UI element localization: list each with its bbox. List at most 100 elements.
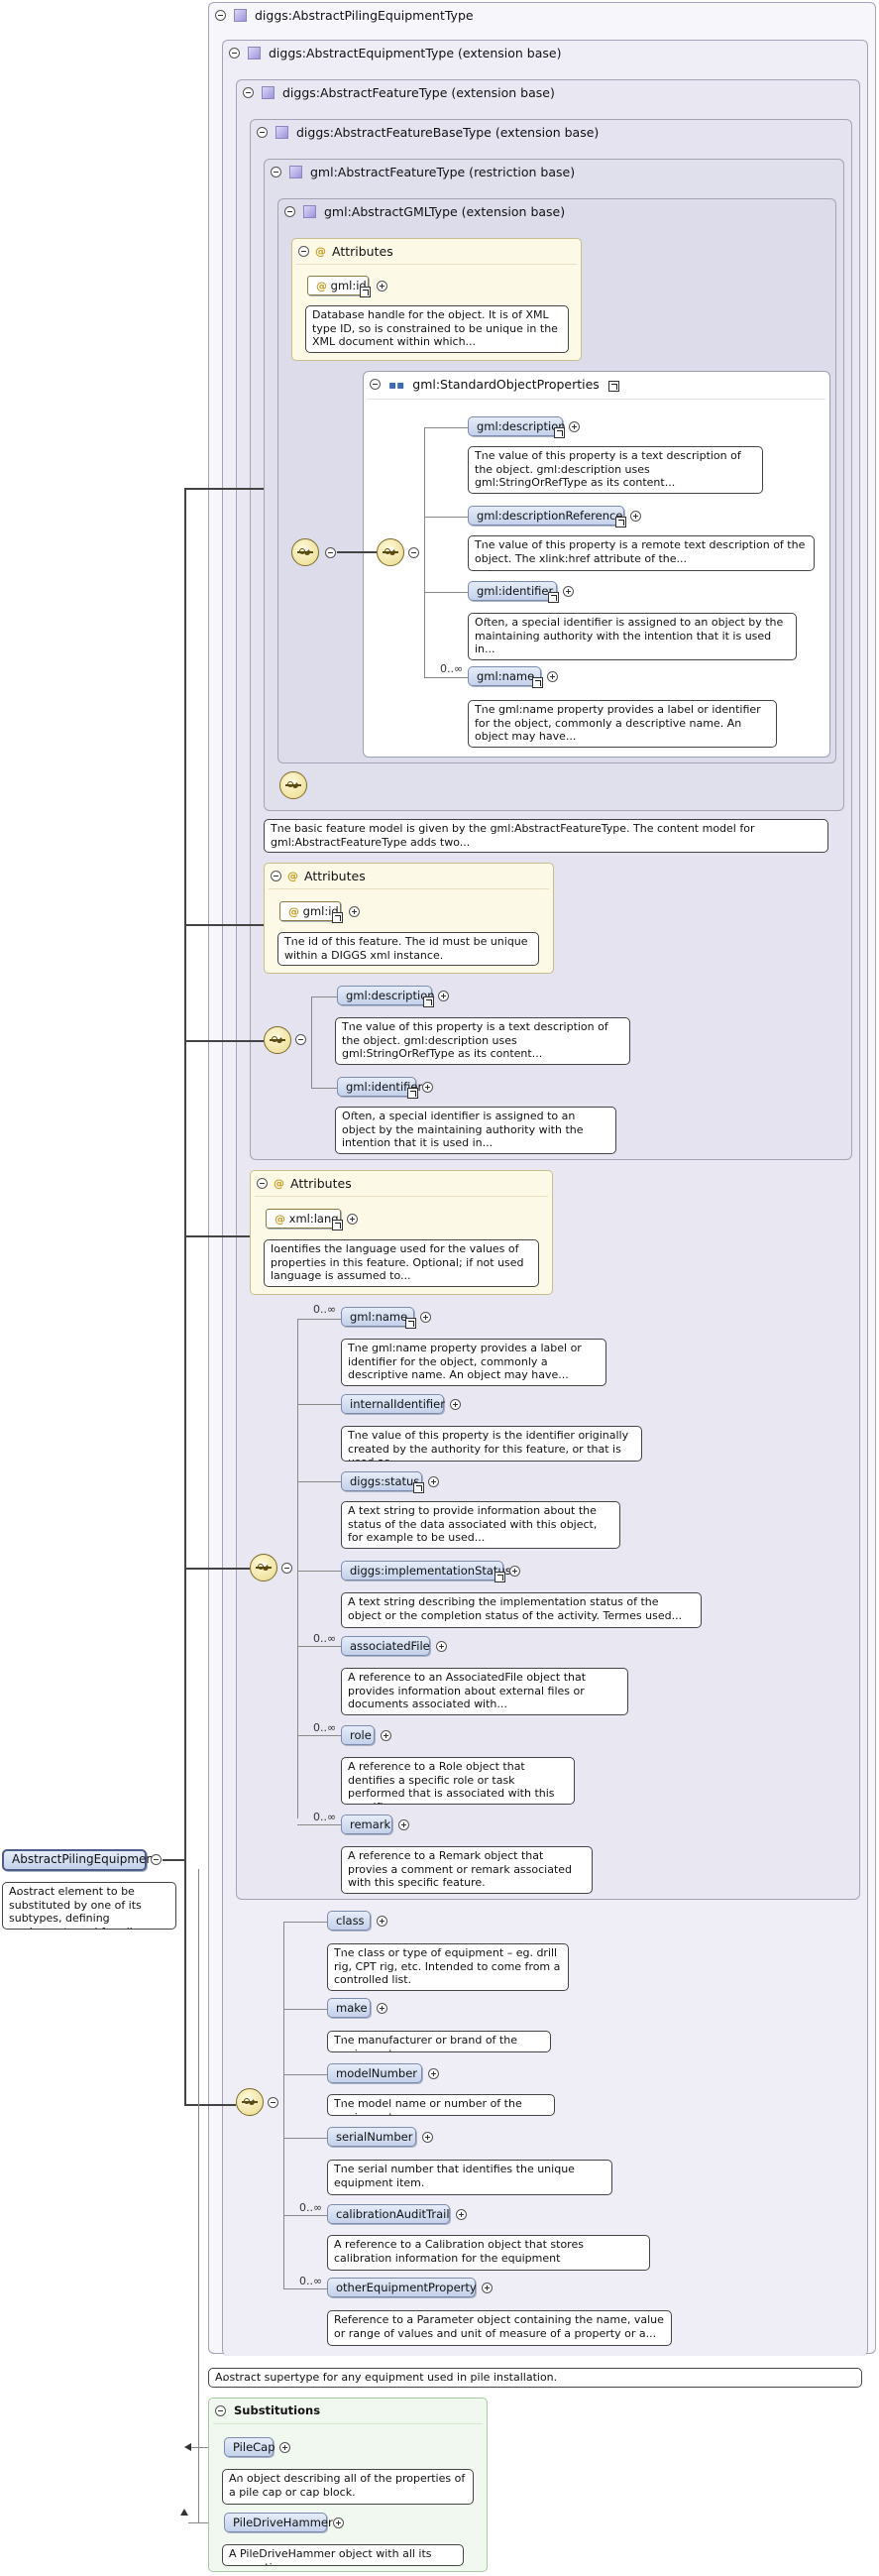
element-gml-identifier[interactable]: gml:identifier — [468, 581, 559, 603]
collapse-toggle[interactable] — [284, 206, 295, 217]
expand-toggle[interactable] — [450, 1399, 461, 1410]
element-diggs-implementation-status[interactable]: diggs:implementationStatus — [341, 1561, 511, 1582]
sequence-icon — [264, 1026, 291, 1054]
sequence-icon — [291, 538, 319, 566]
element-diggs-status[interactable]: diggs:status — [341, 1471, 424, 1493]
expand-toggle[interactable] — [422, 1082, 433, 1093]
complex-type-icon — [303, 205, 316, 218]
element-gml-name[interactable]: gml:name — [341, 1307, 416, 1329]
element-gml-description-reference[interactable]: gml:descriptionReference — [468, 506, 626, 527]
element-gml-description[interactable]: gml:description — [468, 416, 566, 438]
frame-title: diggs:AbstractFeatureBaseType (extension… — [296, 125, 600, 140]
documentation: Database handle for the object. It is of… — [305, 305, 569, 353]
collapse-toggle[interactable] — [243, 87, 254, 98]
complex-type-icon — [234, 9, 247, 22]
expand-toggle[interactable] — [377, 1916, 387, 1927]
documentation: A PileDriveHammer object with all its pr… — [222, 2544, 464, 2566]
expand-toggle[interactable] — [398, 1819, 409, 1830]
expand-toggle[interactable] — [547, 671, 558, 682]
element-make[interactable]: make — [327, 1998, 371, 2018]
collapse-toggle[interactable] — [229, 48, 240, 59]
expand-toggle[interactable] — [509, 1566, 520, 1577]
element-associated-file[interactable]: associatedFile — [341, 1636, 430, 1656]
expand-toggle[interactable] — [428, 2068, 439, 2079]
attr-gml-id[interactable]: @ gml:id — [307, 276, 371, 297]
expand-toggle[interactable] — [333, 2517, 344, 2528]
attr-xml-lang[interactable]: @ xml:lang — [266, 1209, 343, 1230]
expand-toggle[interactable] — [420, 1312, 431, 1323]
collapse-toggle[interactable] — [271, 167, 281, 177]
element-serial-number[interactable]: serialNumber — [327, 2127, 416, 2147]
cardinality: 0..∞ — [299, 2201, 323, 2214]
element-role[interactable]: role — [341, 1725, 375, 1745]
sequence-icon — [250, 1554, 277, 1581]
collapse-toggle[interactable] — [215, 10, 226, 21]
reference-icon — [405, 1318, 416, 1329]
collapse-toggle[interactable] — [408, 547, 419, 558]
complex-type-icon — [289, 166, 302, 178]
expand-toggle[interactable] — [347, 1214, 358, 1225]
collapse-toggle[interactable] — [370, 379, 381, 390]
element-gml-identifier[interactable]: gml:identifier — [337, 1077, 422, 1099]
element-model-number[interactable]: modelNumber — [327, 2063, 422, 2083]
documentation: The model name or number of the equipmen… — [327, 2094, 555, 2116]
collapse-toggle[interactable] — [281, 1563, 292, 1574]
element-pile-cap[interactable]: PileCap — [224, 2437, 275, 2457]
documentation: Often, a special identifier is assigned … — [335, 1107, 616, 1154]
complex-type-icon — [275, 126, 288, 139]
collapse-toggle[interactable] — [215, 2404, 226, 2416]
collapse-toggle[interactable] — [271, 871, 281, 881]
element-remark[interactable]: remark — [341, 1815, 392, 1834]
documentation: The value of this property is a remote t… — [468, 535, 815, 571]
collapse-toggle[interactable] — [298, 246, 309, 257]
element-internal-identifier[interactable]: internalIdentifier — [341, 1394, 445, 1414]
documentation: The value of this property is the identi… — [341, 1426, 642, 1462]
element-class[interactable]: class — [327, 1911, 371, 1931]
group-icon: ▪▪ — [388, 377, 405, 392]
attribute-icon: @ — [275, 1213, 285, 1226]
documentation: Reference to a Parameter object containi… — [327, 2310, 672, 2346]
element-other-equipment-property[interactable]: otherEquipmentProperty — [327, 2278, 477, 2297]
element-gml-name[interactable]: gml:name — [468, 666, 543, 688]
cardinality: 0..∞ — [313, 1632, 337, 1645]
collapse-toggle[interactable] — [325, 547, 336, 558]
frame-title: diggs:AbstractEquipmentType (extension b… — [269, 46, 562, 60]
element-pile-drive-hammer[interactable]: PileDriveHammer — [224, 2513, 333, 2532]
attr-gml-id[interactable]: @ gml:id — [279, 901, 343, 923]
complex-type-icon — [248, 47, 261, 59]
reference-icon — [615, 517, 626, 527]
documentation: A reference to a Role object that dentif… — [341, 1757, 575, 1805]
collapse-toggle[interactable] — [268, 2097, 278, 2108]
documentation: A reference to an AssociatedFile object … — [341, 1668, 628, 1715]
sequence-icon — [236, 2088, 264, 2116]
expand-toggle[interactable] — [456, 2209, 467, 2220]
cardinality: 0..∞ — [440, 662, 464, 675]
expand-toggle[interactable] — [428, 1476, 439, 1487]
reference-icon — [407, 1088, 418, 1099]
collapse-toggle[interactable] — [151, 1854, 162, 1865]
documentation: The value of this property is a text des… — [468, 446, 763, 494]
expand-toggle[interactable] — [563, 586, 574, 597]
collapse-toggle[interactable] — [295, 1034, 306, 1045]
expand-toggle[interactable] — [436, 1641, 447, 1652]
expand-toggle[interactable] — [381, 1730, 391, 1741]
expand-toggle[interactable] — [569, 421, 580, 432]
collapse-toggle[interactable] — [257, 1178, 268, 1189]
element-gml-description[interactable]: gml:description — [337, 986, 435, 1007]
element-calibration-audit-trail[interactable]: calibrationAuditTrail — [327, 2204, 450, 2224]
expand-toggle[interactable] — [377, 281, 387, 292]
expand-toggle[interactable] — [482, 2283, 493, 2293]
collapse-toggle[interactable] — [257, 127, 268, 138]
expand-toggle[interactable] — [377, 2003, 387, 2014]
expand-toggle[interactable] — [422, 2132, 433, 2143]
expand-toggle[interactable] — [630, 511, 641, 522]
documentation: The value of this property is a text des… — [335, 1017, 630, 1065]
documentation: An object describing all of the properti… — [222, 2469, 474, 2505]
attribute-icon: @ — [287, 870, 298, 882]
attributes-label: Attributes — [290, 1176, 352, 1191]
substitutions-label: Substitutions — [234, 2403, 321, 2417]
expand-toggle[interactable] — [279, 2442, 290, 2453]
root-element-abstract-piling-equipment[interactable]: AbstractPilingEquipment — [2, 1849, 159, 1871]
expand-toggle[interactable] — [349, 906, 360, 917]
expand-toggle[interactable] — [438, 991, 449, 1001]
